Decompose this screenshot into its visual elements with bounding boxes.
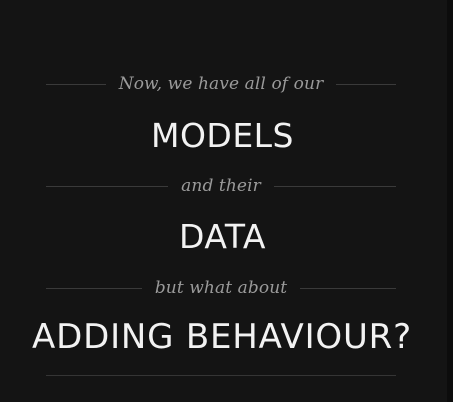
left-divider xyxy=(46,83,106,85)
data-heading: DATA xyxy=(178,217,266,256)
right-divider xyxy=(273,185,396,187)
right-divider xyxy=(336,83,397,85)
connector-line-text: and their xyxy=(181,176,261,196)
question-line-text: but what about xyxy=(154,278,288,298)
behaviour-heading: ADDING BEHAVIOUR? xyxy=(32,317,412,357)
slide-edge xyxy=(447,0,453,402)
left-divider xyxy=(46,287,142,289)
right-divider xyxy=(300,287,396,289)
intro-line-row: Now, we have all of our xyxy=(46,74,397,94)
question-line-row: but what about xyxy=(46,278,396,298)
left-divider xyxy=(46,185,169,187)
models-heading: MODELS xyxy=(150,116,295,155)
bottom-divider xyxy=(46,375,396,376)
connector-line-row: and their xyxy=(46,176,396,196)
intro-line-text: Now, we have all of our xyxy=(118,74,324,94)
